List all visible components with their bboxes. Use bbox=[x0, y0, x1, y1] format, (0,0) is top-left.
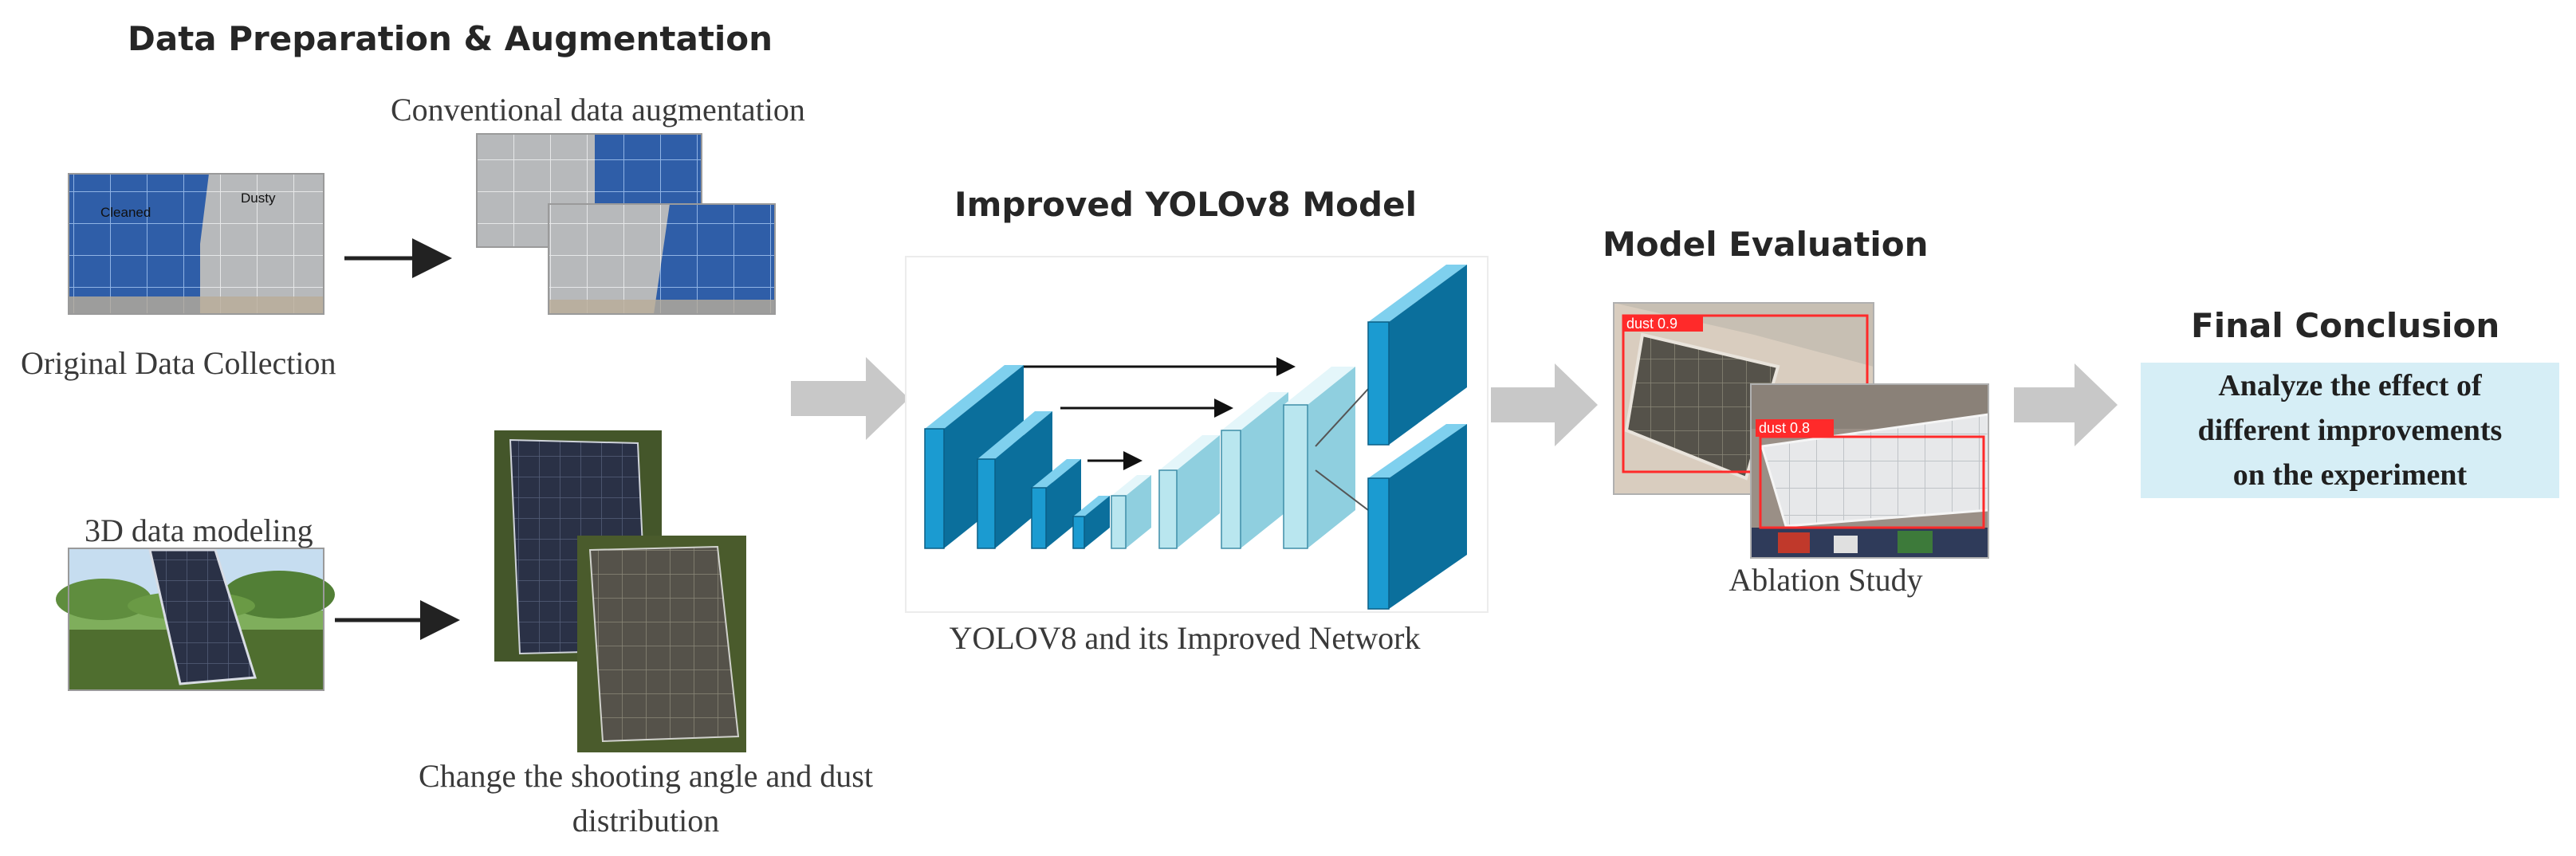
panel-label-clean: Cleaned bbox=[100, 205, 151, 220]
modeling-caption: 3D data modeling bbox=[85, 512, 313, 548]
shooting-caption-line2: distribution bbox=[572, 803, 720, 838]
output-head-lower bbox=[1367, 424, 1467, 610]
encoder-block-4 bbox=[1072, 496, 1110, 549]
conclusion-title: Final Conclusion bbox=[2191, 306, 2500, 345]
encoder-block-3 bbox=[1031, 459, 1081, 549]
conclusion-line-2: different improvements bbox=[2197, 414, 2503, 447]
decoder-block-2 bbox=[1158, 435, 1220, 549]
flow-arrow-1 bbox=[791, 357, 909, 440]
detect-label-bg-1 bbox=[1623, 316, 1703, 332]
detect-label-bg-2 bbox=[1756, 419, 1834, 437]
decoder-block-3 bbox=[1221, 392, 1288, 549]
head-branch-lower bbox=[1315, 469, 1369, 511]
3d-model-render bbox=[56, 548, 335, 691]
augmented-photo-front bbox=[548, 203, 776, 315]
encoder-block-2 bbox=[977, 411, 1052, 549]
conclusion-text: Analyze the effect of different improvem… bbox=[2198, 363, 2503, 497]
conclusion-line-1: Analyze the effect of bbox=[2218, 369, 2482, 402]
detect-label-2: dust 0.8 bbox=[1759, 420, 1810, 436]
flow-arrow-3 bbox=[2014, 363, 2118, 446]
conclusion-line-3: on the experiment bbox=[2232, 458, 2468, 492]
data-prep-title: Data Preparation & Augmentation bbox=[128, 19, 773, 58]
original-panel-photo: Cleaned Dusty bbox=[68, 173, 324, 315]
detect-label-1: dust 0.9 bbox=[1626, 316, 1677, 332]
panel-label-dusty: Dusty bbox=[241, 190, 276, 206]
decoder-block-4 bbox=[1283, 367, 1355, 549]
angle-render-front bbox=[577, 536, 746, 752]
model-caption: YOLOV8 and its Improved Network bbox=[949, 620, 1421, 656]
head-branch-upper bbox=[1315, 388, 1369, 447]
conclusion-box: Analyze the effect of different improvem… bbox=[2141, 363, 2559, 498]
decoder-block-1 bbox=[1111, 475, 1151, 549]
output-head-upper bbox=[1367, 265, 1467, 446]
detect-box-2 bbox=[1759, 435, 1985, 529]
flow-arrow-2 bbox=[1491, 363, 1598, 446]
original-data-caption: Original Data Collection bbox=[21, 345, 336, 381]
network-diagram bbox=[905, 256, 1489, 613]
conventional-augmentation-caption: Conventional data augmentation bbox=[391, 92, 805, 128]
ablation-caption: Ablation Study bbox=[1728, 562, 1923, 598]
detection-photo-front: dust 0.8 bbox=[1750, 383, 1990, 559]
shooting-caption-line1: Change the shooting angle and dust bbox=[419, 758, 873, 794]
evaluation-title: Model Evaluation bbox=[1603, 225, 1929, 264]
model-title: Improved YOLOv8 Model bbox=[954, 185, 1417, 224]
